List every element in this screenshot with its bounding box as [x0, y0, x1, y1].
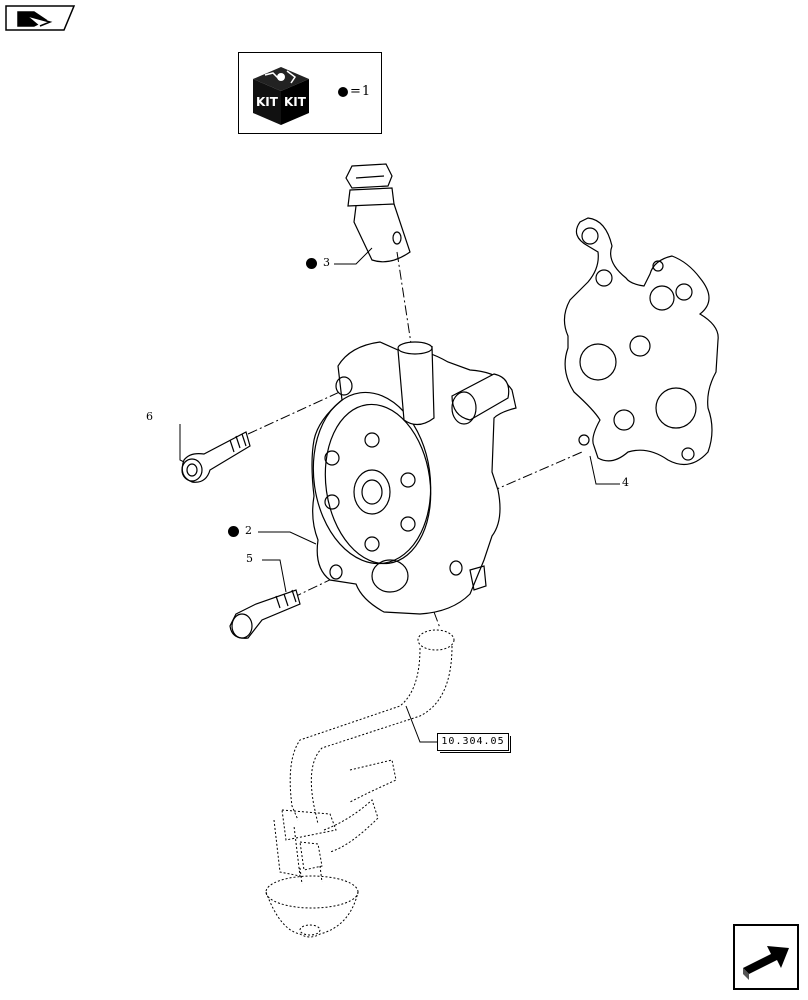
cap-screw — [181, 431, 251, 483]
callout-item-3[interactable]: 3 — [306, 256, 330, 269]
callout-item-6[interactable]: 6 — [146, 410, 153, 423]
oil-pump-body — [311, 341, 517, 615]
callout-leader-lines — [179, 247, 620, 743]
callout-number: 5 — [246, 552, 253, 565]
callout-number: 6 — [146, 410, 153, 423]
kit-quantity-legend: =1 — [338, 84, 371, 99]
callout-number: 2 — [245, 524, 252, 537]
callout-item-2[interactable]: 2 — [228, 524, 252, 537]
next-page-button[interactable] — [733, 924, 799, 990]
kit-legend-box: KIT KIT — [238, 52, 382, 134]
reference-link-10-304-05[interactable]: 10.304.05 — [437, 733, 511, 753]
flange-bolt — [229, 589, 301, 639]
callout-number: 4 — [622, 476, 629, 489]
kit-quantity-text: =1 — [350, 84, 372, 99]
back-arrow-icon[interactable] — [4, 4, 76, 32]
kit-bullet-icon — [338, 86, 348, 97]
kit-bullet-icon — [228, 525, 239, 537]
kit-label-left: KIT — [256, 95, 279, 109]
callout-item-4[interactable]: 4 — [622, 476, 629, 489]
callout-number: 3 — [323, 256, 330, 269]
kit-label-right: KIT — [284, 95, 307, 109]
kit-bullet-icon — [306, 257, 317, 269]
forward-arrow-icon — [743, 946, 789, 980]
callout-item-5[interactable]: 5 — [246, 552, 253, 565]
kit-box-icon: KIT KIT — [253, 67, 309, 125]
suction-pipe-reference — [265, 629, 455, 938]
pump-gasket — [563, 217, 719, 466]
relief-valve-plug — [345, 163, 411, 263]
